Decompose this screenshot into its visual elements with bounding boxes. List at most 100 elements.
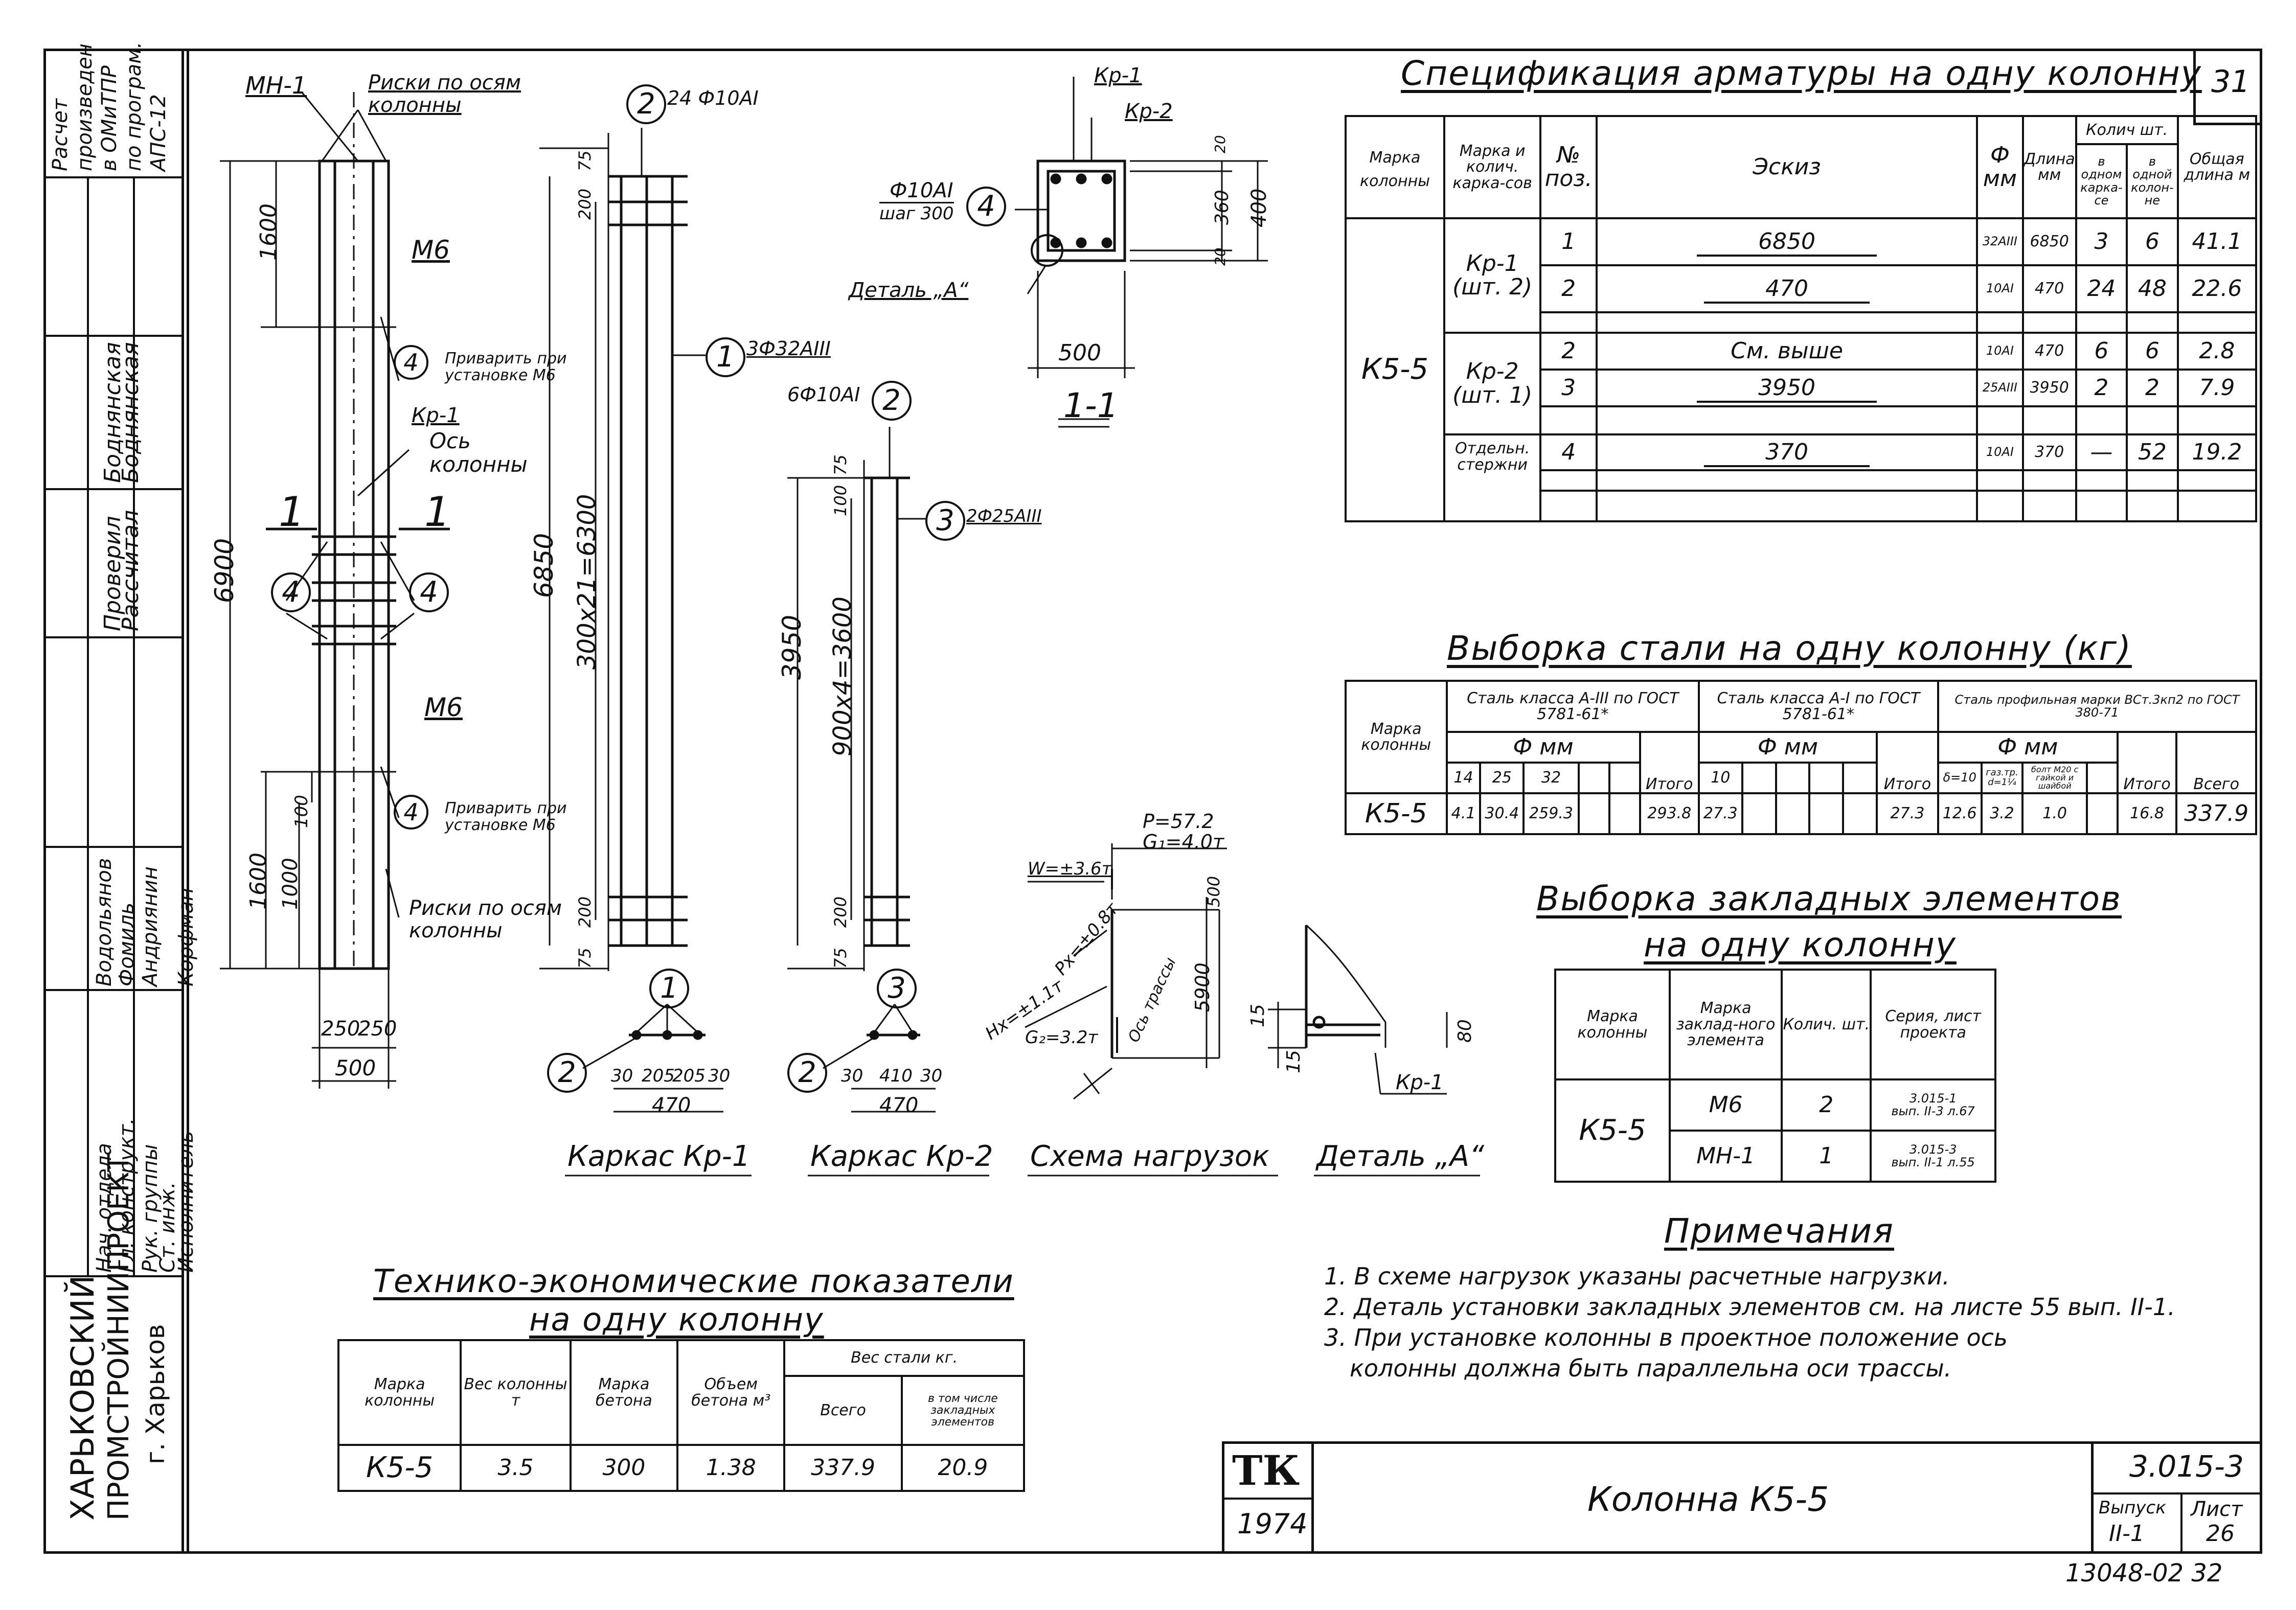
- tech-steel-embedded: 20.9: [900, 1444, 1026, 1492]
- kr1-title: Каркас Кр-1: [567, 1140, 751, 1173]
- load-G1: G₁=4.0т: [1143, 831, 1224, 853]
- tech-table: Марка колонны Вес колонны т Марка бетона…: [337, 1339, 1026, 1492]
- year: 1974: [1237, 1508, 1308, 1540]
- steel-val: 259.3: [1522, 792, 1580, 835]
- issue: II-1: [2109, 1521, 2145, 1547]
- dim-1600-bottom: 1600: [245, 853, 271, 910]
- spec-frame-kr2: Кр-2(шт. 1): [1443, 332, 1542, 435]
- dim-500-elev: 500: [335, 1055, 376, 1080]
- steel-all: 337.9: [2175, 792, 2257, 835]
- sec-dim-360: 360: [1212, 190, 1233, 225]
- kr1-callout-1: 1: [706, 337, 745, 377]
- steel-val: 3.2: [1980, 792, 2024, 835]
- steel-h-total-prof: Итого: [2116, 731, 2178, 794]
- spec-q1: 2: [2075, 369, 2128, 407]
- emb-qty: 2: [1781, 1078, 1872, 1132]
- column-elevation: [220, 91, 450, 1089]
- tech-volume: 1.38: [676, 1444, 786, 1492]
- spec-len: 470: [2021, 332, 2077, 371]
- kr2-dim-900x4: 900х4=3600: [828, 596, 857, 756]
- spec-h-total: Общая длина м: [2176, 115, 2258, 219]
- drawing-name: Колонна К5-5: [1587, 1480, 1829, 1519]
- steel-h-all: Всего: [2175, 731, 2257, 794]
- kr1-dim-200a: 200: [575, 188, 595, 220]
- spec-dia: 10АI: [1976, 433, 2024, 471]
- spec-frame-separate: Отдельн.стержни: [1443, 433, 1542, 522]
- spec-row: 2 470 10АI 470 24 48 22.6: [1346, 264, 2258, 313]
- kr2-sec-dim-30b: 30: [920, 1066, 943, 1086]
- note-1: 1. В схеме нагрузок указаны расчетные на…: [1324, 1262, 1950, 1290]
- spec-pos: 3: [1539, 369, 1598, 407]
- spec-pos: 2: [1539, 264, 1598, 313]
- tech-h-embedded: в том числе закладных элементов: [900, 1375, 1026, 1446]
- spec-len: 370: [2021, 433, 2077, 471]
- kr1-sec-total: 470: [652, 1094, 691, 1117]
- load-dim-5900: 5900: [1191, 962, 1214, 1012]
- sec-pos4-callout: 4: [966, 187, 1006, 226]
- left-strip-frame: [43, 49, 189, 1554]
- label-m6-top: М6: [412, 235, 450, 265]
- steel-val: 27.3: [1697, 792, 1743, 835]
- steel-table: Марка колонны Сталь класса А-III по ГОСТ…: [1345, 680, 2258, 835]
- steel-a3-total: 293.8: [1639, 792, 1700, 835]
- spec-pos: 2: [1539, 332, 1598, 371]
- steel-h-total-a3: Итого: [1639, 731, 1700, 794]
- steel-d: δ=10: [1937, 762, 1983, 794]
- spec-h-sketch: Эскиз: [1595, 115, 1979, 219]
- section-1-1-drawing: [1015, 77, 1268, 428]
- label-weld-bottom: Приварить при установке М6: [445, 799, 567, 834]
- kr1-dim-200b: 200: [575, 896, 595, 928]
- sec-kr1: Кр-1: [1094, 64, 1142, 87]
- sec-dim-400: 400: [1247, 188, 1271, 227]
- sheet-label: Лист: [2191, 1498, 2243, 1521]
- strip-divider: [87, 176, 89, 1275]
- label-m6-bottom: М6: [424, 693, 463, 722]
- spec-row: Кр-2(шт. 1) 2 См. выше 10АI 470 6 6 2.8: [1346, 332, 2258, 435]
- spec-h-pos: № поз.: [1539, 115, 1598, 219]
- embedded-title-1: Выборка закладных элементов: [1536, 879, 2122, 918]
- sec-dim-20a: 20: [1212, 135, 1229, 153]
- spec-h-frame: Марка и колич. карка-сов: [1443, 115, 1542, 219]
- sheet-number: 31: [2211, 64, 2250, 100]
- issue-label: Выпуск: [2099, 1498, 2166, 1518]
- label-section-mark-right: 1: [424, 488, 450, 536]
- spec-dia: 10АI: [1976, 264, 2024, 313]
- detail-dim-15a: 15: [1247, 1004, 1268, 1027]
- detail-dim-15b: 15: [1283, 1050, 1304, 1073]
- detail-a-drawing: [1268, 924, 1448, 1095]
- steel-a1-total: 27.3: [1876, 792, 1939, 835]
- spec-total: 19.2: [2176, 433, 2258, 471]
- steel-val: 12.6: [1937, 792, 1983, 835]
- kr2-sec-total: 470: [879, 1094, 919, 1117]
- kr2-sec-callout-3: 3: [877, 969, 917, 1008]
- steel-val: 30.4: [1479, 792, 1525, 835]
- kr1-sec-dim-30a: 30: [611, 1066, 633, 1086]
- kr1-bars-2: 24 Ф10АI: [667, 87, 759, 109]
- sheet-frame: [181, 49, 2262, 1554]
- pos4-left-callout: 4: [271, 572, 311, 612]
- kr1-frame-drawing: [539, 128, 723, 1113]
- spec-h-qty-one: в одном карка-се: [2075, 143, 2128, 219]
- note-3: 3. При установке колонны в проектное пол…: [1324, 1324, 2008, 1351]
- spec-dia: 10АI: [1976, 332, 2024, 371]
- spec-len: 3950: [2021, 369, 2077, 407]
- emb-qty: 1: [1781, 1130, 1872, 1183]
- kr1-sec-dim-205a: 205: [642, 1066, 675, 1086]
- spec-q1: —: [2075, 433, 2128, 471]
- label-kr1-elev: Кр-1: [412, 404, 460, 427]
- spec-q2: 2: [2126, 369, 2179, 407]
- label-axis-marks-bottom: Риски по осям колонны: [409, 896, 562, 942]
- steel-h-fmm-a3: Ф мм: [1445, 731, 1641, 764]
- kr2-dim-200: 200: [831, 896, 850, 928]
- spec-total: 41.1: [2176, 217, 2258, 266]
- load-title: Схема нагрузок: [1030, 1140, 1269, 1173]
- logo: ТК: [1232, 1446, 1300, 1494]
- sheet: 26: [2206, 1521, 2235, 1547]
- kr1-dim-75a: 75: [575, 150, 595, 171]
- series: 3.015-3: [2129, 1449, 2244, 1484]
- kr1-dim-6850: 6850: [529, 533, 559, 598]
- kr1-sec-dim-205b: 205: [672, 1066, 706, 1086]
- pos4-top-callout: 4: [394, 345, 428, 380]
- spec-frame-kr1: Кр-1(шт. 2): [1443, 217, 1542, 334]
